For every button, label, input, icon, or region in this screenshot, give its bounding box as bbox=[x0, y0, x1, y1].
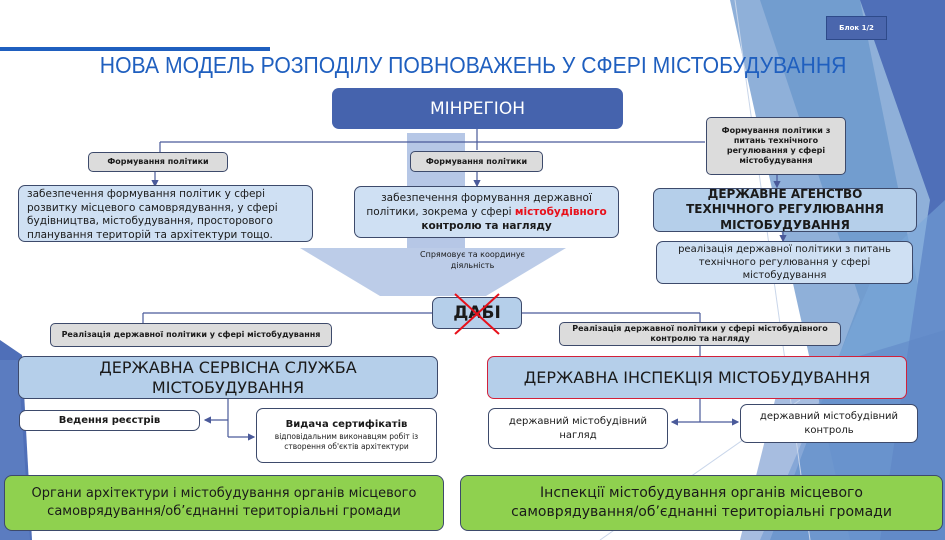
inspection-function-oversight[interactable]: державний містобудівний нагляд bbox=[488, 408, 668, 449]
center-desc-suffix: контролю та нагляду bbox=[421, 220, 552, 233]
local-inspection-bodies[interactable]: Інспекції містобудування органів місцево… bbox=[460, 475, 943, 531]
left-policy-desc: забезпечення формування політик у сфері … bbox=[18, 185, 313, 242]
service-function-certificates[interactable]: Видача сертифікатів відповідальним викон… bbox=[256, 408, 437, 463]
right-policy-tag: Формування політики з питань технічного … bbox=[706, 117, 846, 175]
center-policy-tag: Формування політики bbox=[410, 151, 543, 172]
function-title: державний містобудівний нагляд bbox=[508, 416, 648, 441]
cross-out-icon bbox=[454, 293, 500, 335]
page-title: НОВА МОДЕЛЬ РОЗПОДІЛУ ПОВНОВАЖЕНЬ У СФЕР… bbox=[99, 52, 847, 78]
inspection-tag: Реалізація державної політики у сфері мі… bbox=[559, 322, 841, 346]
inspection-function-control[interactable]: державний містобудівний контроль bbox=[740, 404, 918, 443]
block-badge[interactable]: Блок 1/2 bbox=[826, 16, 887, 40]
ministry-box[interactable]: МІНРЕГІОН bbox=[332, 88, 623, 129]
service-tag: Реалізація державної політики у сфері мі… bbox=[50, 323, 332, 347]
tech-regulation-desc: реалізація державної політики з питань т… bbox=[656, 241, 913, 284]
service-function-registers[interactable]: Ведення реєстрів bbox=[19, 410, 200, 431]
function-title: Видача сертифікатів bbox=[285, 418, 408, 430]
center-policy-desc: забезпечення формування державної політи… bbox=[354, 186, 619, 238]
dabi-box[interactable]: ДАБІ bbox=[432, 293, 522, 335]
inspection-agency[interactable]: ДЕРЖАВНА ІНСПЕКЦІЯ МІСТОБУДУВАННЯ bbox=[487, 356, 907, 399]
title-accent-bar bbox=[0, 47, 270, 51]
left-policy-tag: Формування політики bbox=[88, 152, 228, 172]
tech-regulation-agency[interactable]: ДЕРЖАВНЕ АГЕНСТВО ТЕХНІЧНОГО РЕГУЛЮВАННЯ… bbox=[653, 187, 917, 232]
function-subtitle: відповідальним виконавцям робіт із створ… bbox=[274, 431, 419, 451]
arrow-caption: Спрямовує та координує діяльність bbox=[420, 250, 525, 270]
function-title: Ведення реєстрів bbox=[58, 415, 161, 426]
center-desc-highlight: містобудівного bbox=[514, 205, 607, 218]
function-title: державний містобудівний контроль bbox=[759, 411, 899, 436]
center-desc-prefix: забезпечення формування державної політи… bbox=[366, 191, 592, 218]
service-agency[interactable]: ДЕРЖАВНА СЕРВІСНА СЛУЖБА МІСТОБУДУВАННЯ bbox=[18, 356, 438, 399]
local-architecture-bodies[interactable]: Органи архітектури і містобудування орга… bbox=[4, 475, 444, 531]
